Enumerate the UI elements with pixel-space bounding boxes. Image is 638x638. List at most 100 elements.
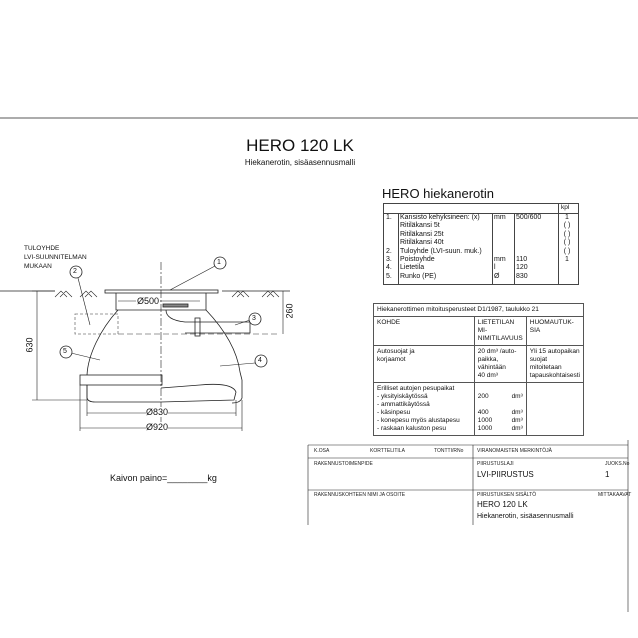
dim-260: 260 (284, 303, 295, 319)
parts-cell-desc: Ritiläkansi 40t (400, 239, 444, 247)
parts-cell-kpl (557, 273, 577, 281)
parts-cell-value: 110 (516, 256, 528, 264)
parts-table-frame: kpl (383, 203, 579, 285)
dim-830: Ø830 (146, 407, 169, 417)
parts-cell-unit (491, 239, 513, 247)
parts-cell-kpl: 1 (565, 256, 569, 264)
parts-cell-value (513, 248, 557, 256)
parts-cell-desc: Lietetila (400, 264, 425, 272)
parts-cell-unit: mm (494, 256, 506, 264)
callout-leaders (70, 265, 256, 367)
parts-cell-value: 120 (516, 264, 528, 272)
parts-row: 4. Lietetila l 120 (383, 264, 577, 272)
sizing-caption: Hiekanerottimen mitoitusperusteet D1/198… (373, 303, 584, 317)
parts-cell-no: 1. (386, 214, 392, 221)
tb-kohde-label: RAKENNUSKOHTEEN NIMI JA OSOITE (314, 492, 406, 498)
dim-630: 630 (24, 337, 35, 353)
parts-cell-no (383, 239, 397, 247)
parts-cell-desc: Kansisto kehyksineen: (x) (400, 214, 480, 221)
callout-5: 5 (63, 348, 67, 355)
page-title: HERO 120 LK (246, 136, 354, 155)
parts-row: 1. Kansisto kehyksineen: (x) mm 500/600 1 (383, 214, 577, 222)
parts-cell-unit (491, 248, 513, 256)
parts-cell-unit: Ø (494, 272, 500, 280)
tb-sisalto-label: PIIRUSTUKSEN SISÄLTÖ (477, 492, 537, 498)
parts-row: Ritiläkansi 25t ( ) (383, 231, 577, 239)
parts-cell-value (513, 222, 557, 230)
title-block-frame (307, 440, 629, 612)
parts-cell-value: 830 (516, 272, 528, 280)
parts-row: 2. Tuloyhde (LVI-suun. muk.) ( ) (383, 248, 577, 256)
dim-500: Ø500 (136, 296, 161, 306)
parts-cell-value: 500/600 (516, 214, 542, 221)
header-volume: LIETETILAN MI- NIMITILAVUUS (473, 316, 527, 346)
parts-cell-desc: Runko (PE) (400, 272, 437, 280)
parts-cell-desc: Poistoyhde (400, 256, 435, 264)
note-line: LVI-SUUNNITELMAN (24, 254, 87, 261)
inlet-note: TULOYHDE LVI-SUUNNITELMAN MUKAAN (24, 244, 87, 271)
parts-cell-unit (491, 222, 513, 230)
callout-3: 3 (252, 315, 256, 322)
cell: Autosuojat ja korjaamot (373, 345, 475, 383)
callout-circles (59, 256, 268, 368)
weight-label: Kaivon paino=________kg (110, 473, 217, 483)
tb-rakennustoimenpide: RAKENNUSTOIMENPIDE (314, 461, 373, 467)
parts-cell-unit: l (494, 264, 496, 272)
ground-hatch-icon (54, 290, 280, 298)
body-right-bottom (231, 380, 243, 404)
body-bottom (86, 385, 161, 403)
sludge-bottom (160, 383, 237, 403)
parts-row: 3. Poistoyhde mm 110 1 (383, 256, 577, 264)
outlet-pipe (165, 309, 251, 334)
note-line: TULOYHDE (24, 245, 60, 252)
tb-sisalto-subtitle: Hiekanerotin, sisäasennusmalli (477, 513, 574, 520)
body-right-wall (205, 309, 243, 381)
tb-sisalto-title: HERO 120 LK (477, 500, 528, 509)
parts-cell-no (383, 222, 397, 230)
parts-row: 5. Runko (PE) Ø 830 (383, 273, 577, 281)
parts-cell-desc: Ritiläkansi 25t (400, 230, 444, 238)
parts-cell-kpl: ( ) (563, 247, 571, 255)
tb-piirustuslaji-label: PIIRUSTUSLAJI (477, 461, 514, 467)
parts-cell-desc: Ritiläkansi 5t (400, 222, 440, 230)
cell (525, 382, 585, 436)
parts-cell-no: 3. (386, 256, 392, 264)
body-left-wall (86, 309, 119, 376)
parts-cell-no: 4. (386, 264, 392, 272)
callout-4: 4 (258, 357, 262, 364)
parts-cell-kpl: ( ) (563, 239, 571, 247)
cell: Erilliset autojen pesupaikat - yksityisk… (373, 382, 475, 436)
parts-cell-no: 2. (386, 247, 392, 255)
tb-mittakaava-label: MITTAKAAVAT (598, 492, 632, 498)
parts-cell-value (513, 239, 557, 247)
header-kohde: KOHDE (373, 316, 475, 346)
parts-row: Ritiläkansi 40t ( ) (383, 239, 577, 247)
tb-piirustuslaji: LVI-PIIRUSTUS (477, 470, 534, 479)
parts-cell-kpl (557, 264, 577, 272)
outlet-seal (194, 317, 201, 337)
tb-juoks: 1 (605, 470, 610, 479)
parts-cell-desc: Tuloyhde (LVI-suun. muk.) (400, 247, 482, 255)
parts-cell-no: 5. (386, 272, 392, 280)
parts-heading: HERO hiekanerotin (382, 186, 494, 201)
note-line: MUKAAN (24, 263, 52, 270)
callout-1: 1 (217, 259, 221, 266)
parts-cell-kpl: 1 (565, 214, 569, 221)
lid-frame (104, 289, 219, 294)
cell: Yli 15 autopaikan suojat mitoitetaan tap… (525, 345, 585, 383)
callout-2: 2 (73, 268, 77, 275)
tb-k-osa: K.OSA (314, 448, 330, 454)
inlet-dashed (74, 313, 119, 335)
parts-cell-kpl: ( ) (563, 230, 571, 238)
parts-cell-no (383, 231, 397, 239)
grating (162, 303, 189, 308)
kpl-header: kpl (561, 204, 570, 211)
tb-tontti: TONTTI/RNo (434, 448, 464, 454)
parts-cell-unit: mm (494, 214, 506, 221)
sizing-table: Hiekanerottimen mitoitusperusteet D1/198… (373, 303, 585, 436)
page-subtitle: Hiekanerotin, sisäasennusmalli (244, 158, 356, 167)
tb-juoks-label: JUOKS.No (605, 461, 630, 467)
parts-cell-kpl: ( ) (563, 222, 571, 230)
